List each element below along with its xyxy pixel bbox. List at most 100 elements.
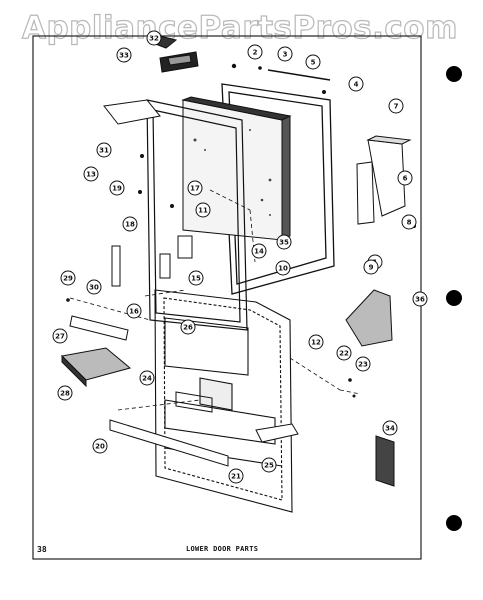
callout-circle	[187, 180, 203, 196]
callout-label: 13	[86, 171, 96, 179]
callout-circle	[195, 202, 211, 218]
callout-label: 16	[129, 308, 139, 316]
callout-label: 29	[63, 275, 73, 283]
callout-circle	[57, 385, 73, 401]
callout-4: 4	[348, 76, 364, 92]
callout-21: 21	[228, 468, 244, 484]
callout-circle	[109, 180, 125, 196]
callout-18: 18	[122, 216, 138, 232]
callout-circle	[126, 303, 142, 319]
insulation-block	[345, 289, 393, 347]
callout-circle	[92, 438, 108, 454]
callout-circle	[277, 46, 293, 62]
callout-35: 35	[276, 234, 292, 250]
binder-hole	[446, 290, 462, 306]
callout-31: 31	[96, 142, 112, 158]
callout-label: 21	[231, 473, 241, 481]
callout-circle	[308, 334, 324, 350]
callout-22: 22	[336, 345, 352, 361]
callout-7: 7	[388, 98, 404, 114]
callout-24: 24	[139, 370, 155, 386]
callout-25: 25	[261, 457, 277, 473]
callout-circle	[412, 291, 428, 307]
cover-plate	[375, 435, 395, 487]
callout-label: 15	[191, 275, 201, 283]
callout-17: 17	[187, 180, 203, 196]
callout-circle	[397, 170, 413, 186]
callout-circle	[139, 370, 155, 386]
callout-label: 17	[190, 185, 200, 193]
binder-hole	[446, 66, 462, 82]
callout-28: 28	[57, 385, 73, 401]
screws	[66, 63, 416, 398]
callout-circle	[348, 76, 364, 92]
callout-circle	[188, 270, 204, 286]
center-panel	[175, 391, 213, 413]
callout-label: 14	[254, 248, 264, 256]
bottom-rail	[109, 419, 229, 467]
callout-label: 18	[125, 221, 135, 229]
callout-33: 33	[116, 47, 132, 63]
callout-label: 27	[55, 333, 65, 341]
callout-label: 22	[339, 350, 349, 358]
callout-20: 20	[92, 438, 108, 454]
callout-label: 32	[149, 35, 159, 43]
door-shelf	[60, 347, 132, 388]
callout-3: 3	[277, 46, 293, 62]
callout-label: 30	[89, 284, 99, 292]
callout-circle	[261, 457, 277, 473]
hinge-bracket	[356, 135, 412, 225]
callout-12: 12	[308, 334, 324, 350]
callout-label: 33	[119, 52, 129, 60]
callout-9: 9	[363, 259, 379, 275]
page-number: 38	[37, 545, 47, 554]
callout-circle	[247, 44, 263, 60]
callout-circle	[401, 214, 417, 230]
callout-circle	[86, 279, 102, 295]
callout-label: 36	[415, 296, 425, 304]
callout-29: 29	[60, 270, 76, 286]
callout-8: 8	[401, 214, 417, 230]
callout-circle	[116, 47, 132, 63]
callout-15: 15	[188, 270, 204, 286]
door-gasket	[146, 99, 248, 331]
switch-bracket	[159, 235, 193, 279]
callout-13: 13	[83, 166, 99, 182]
drip-tray	[255, 423, 299, 443]
callout-label: 34	[385, 425, 395, 433]
callout-circle	[276, 234, 292, 250]
shelf-rail	[69, 315, 129, 341]
callout-label: 31	[99, 147, 109, 155]
callout-label: 7	[394, 103, 399, 111]
callout-2: 2	[247, 44, 263, 60]
callout-circle	[83, 166, 99, 182]
callout-label: 8	[407, 219, 412, 227]
callout-label: 25	[264, 462, 274, 470]
callout-23: 23	[355, 356, 371, 372]
callout-circle	[96, 142, 112, 158]
hinge-block	[149, 33, 199, 73]
divider-strip	[111, 245, 121, 287]
callout-11: 11	[195, 202, 211, 218]
callout-label: 3	[283, 51, 288, 59]
callout-label: 10	[278, 265, 288, 273]
callout-26: 26	[180, 319, 196, 335]
callout-label: 26	[183, 324, 193, 332]
callout-27: 27	[52, 328, 68, 344]
callout-16: 16	[126, 303, 142, 319]
callout-group: 1234567891011121314151617181920212223242…	[52, 30, 428, 484]
binder-hole	[446, 515, 462, 531]
watermark: AppliancePartsPros.com	[21, 9, 458, 46]
callout-circle	[355, 356, 371, 372]
callout-6: 6	[397, 170, 413, 186]
callout-circle	[382, 420, 398, 436]
callout-label: 35	[279, 239, 289, 247]
callout-label: 4	[354, 81, 359, 89]
callout-circle	[122, 216, 138, 232]
callout-circle	[363, 259, 379, 275]
callout-circle	[60, 270, 76, 286]
callout-label: 28	[60, 390, 70, 398]
callout-label: 24	[142, 375, 152, 383]
